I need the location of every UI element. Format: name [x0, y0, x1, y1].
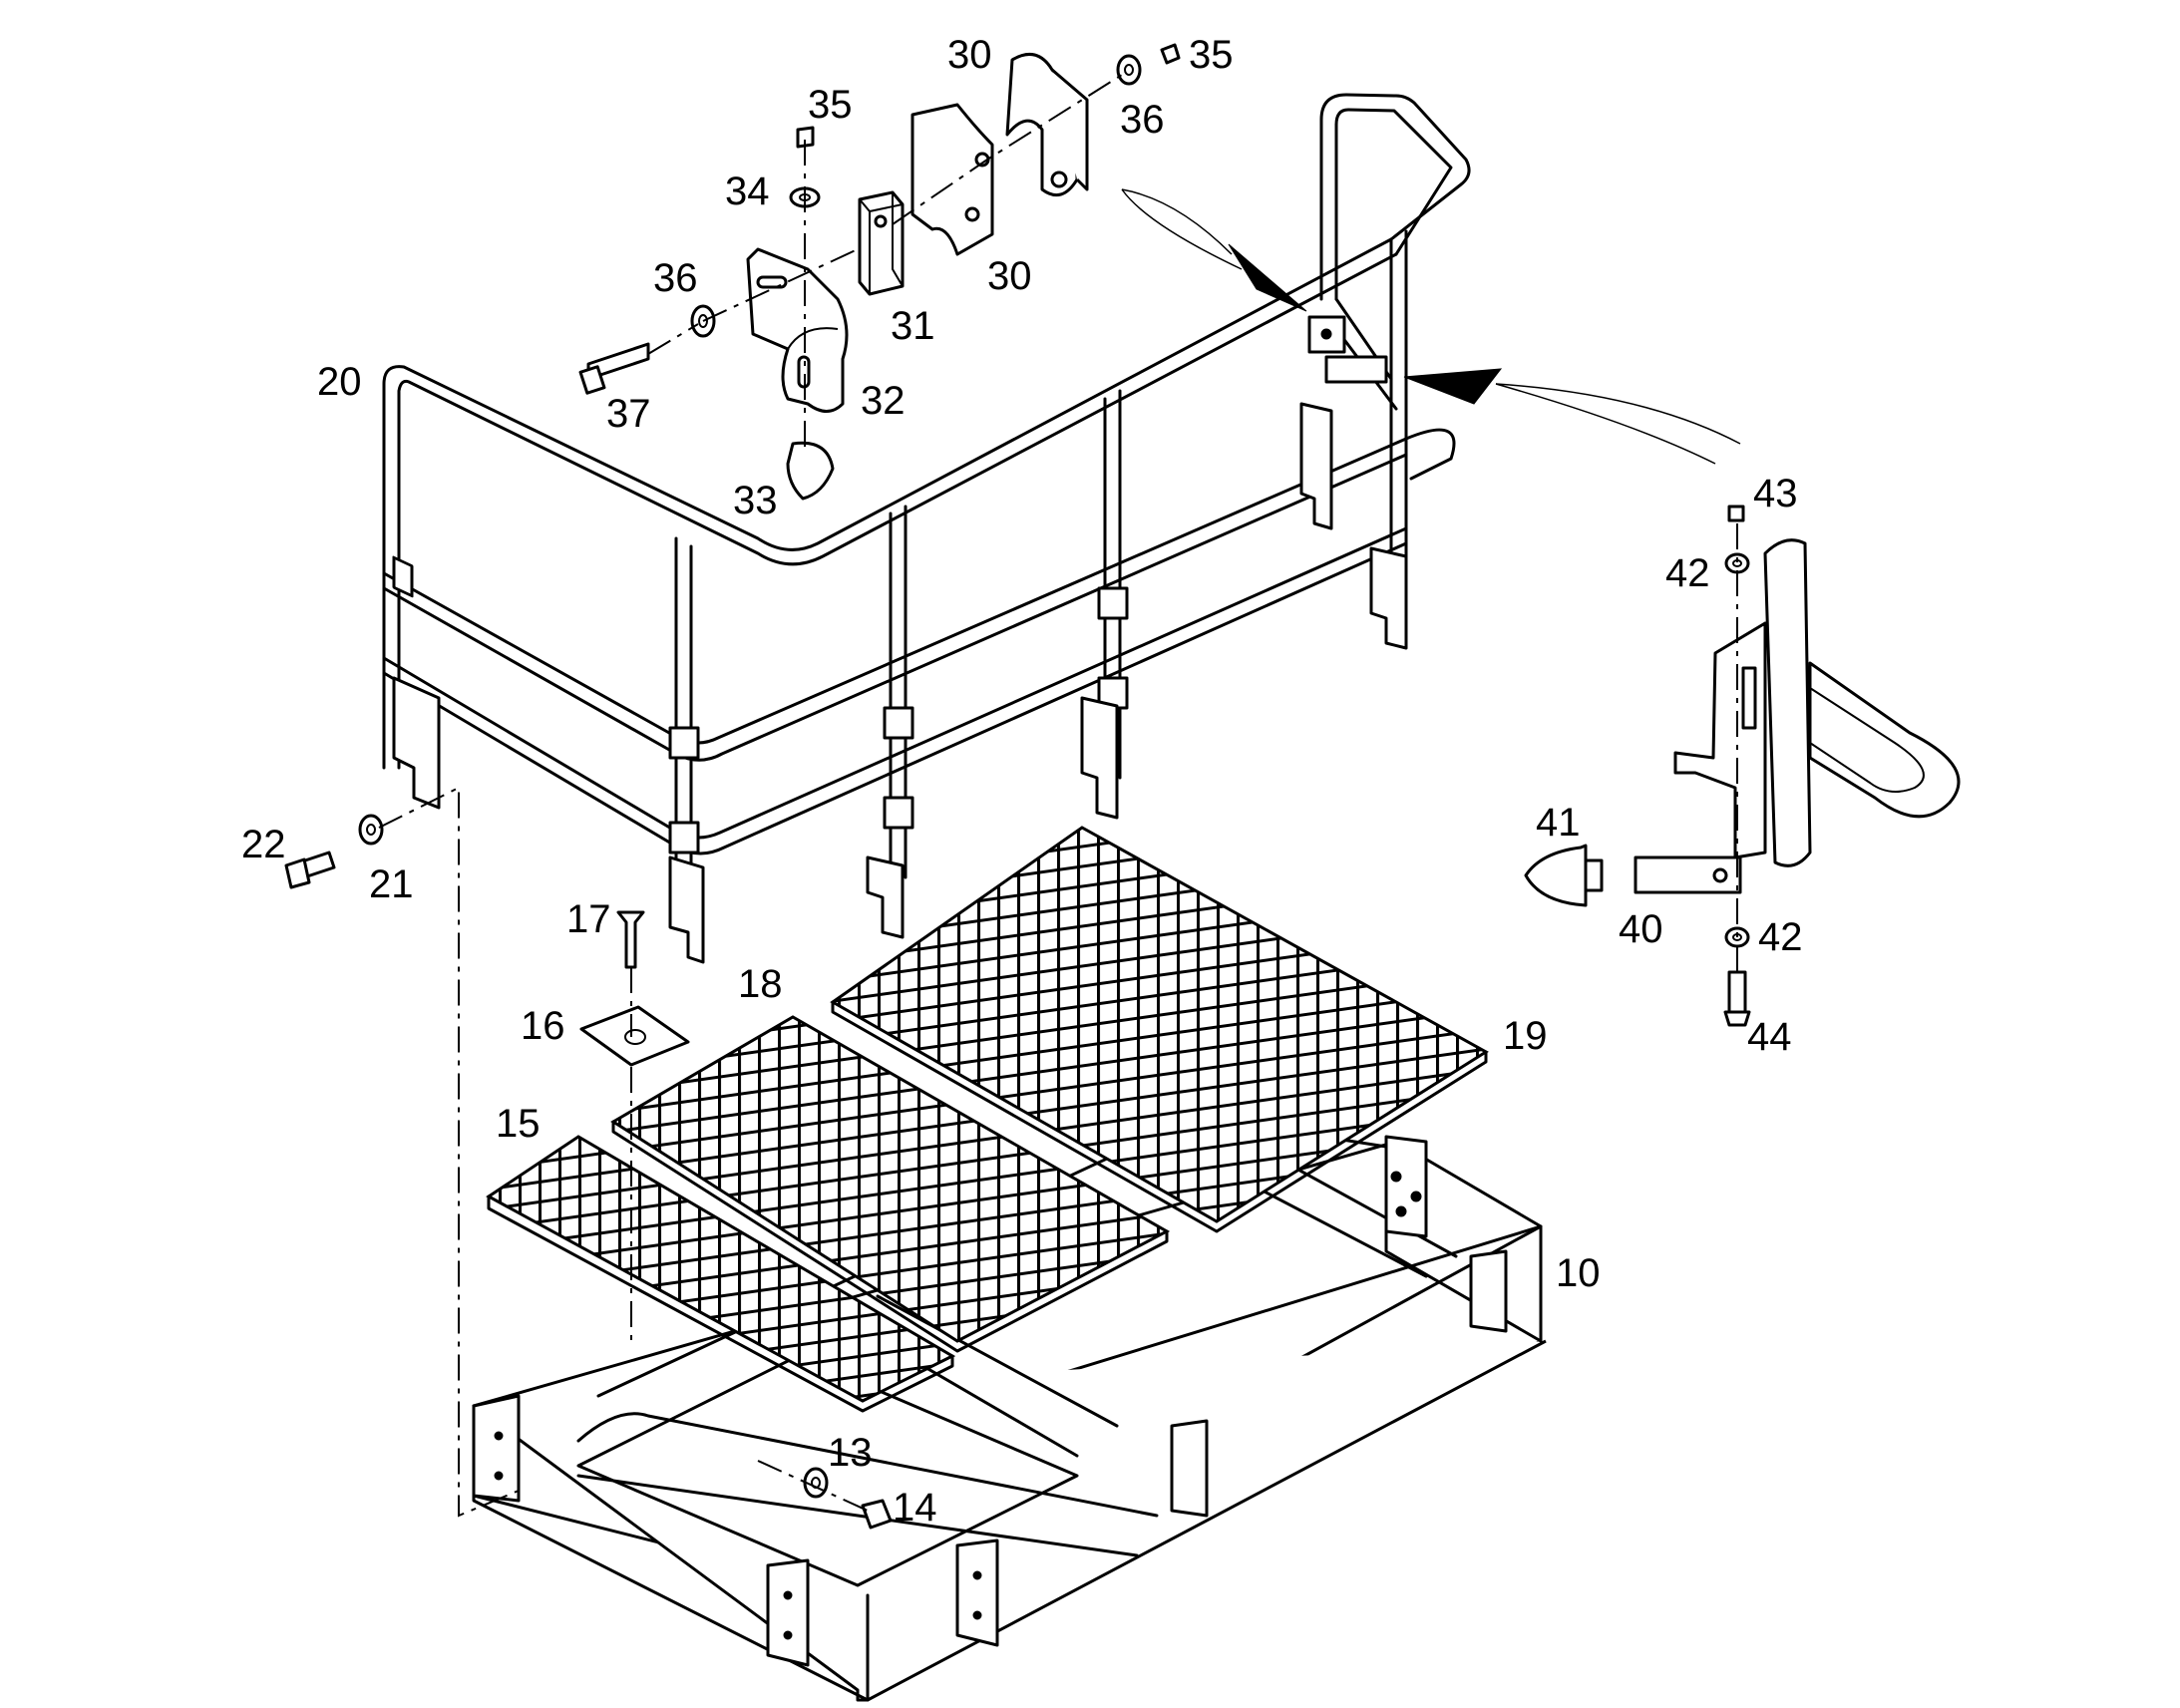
callout-42-upper: 42	[1665, 551, 1710, 595]
callout-43: 43	[1753, 472, 1798, 515]
callout-21: 21	[369, 862, 414, 906]
callout-44: 44	[1747, 1015, 1792, 1059]
pivot-detail	[1524, 505, 1961, 1027]
callout-37: 37	[606, 392, 651, 436]
clamp-detail	[578, 43, 1181, 501]
callout-34: 34	[725, 170, 770, 213]
callout-35-left: 35	[808, 83, 853, 127]
callout-22: 22	[241, 823, 286, 866]
callout-10: 10	[1556, 1251, 1601, 1295]
base-frame	[472, 1115, 1547, 1702]
callout-16: 16	[521, 1004, 565, 1048]
callout-42-lower: 42	[1758, 915, 1803, 959]
callout-13: 13	[828, 1431, 873, 1475]
callout-36-left: 36	[653, 256, 698, 300]
callout-30-upper: 30	[947, 33, 992, 77]
callout-41: 41	[1536, 801, 1581, 845]
callout-32: 32	[861, 379, 906, 423]
callout-30-lower: 30	[987, 254, 1032, 298]
callout-40: 40	[1619, 907, 1663, 951]
callout-18: 18	[738, 962, 783, 1006]
callout-35-right: 35	[1189, 33, 1234, 77]
callout-36-right: 36	[1120, 98, 1165, 142]
callout-33: 33	[733, 479, 778, 522]
detail-arrows	[1121, 188, 1741, 465]
callout-20: 20	[317, 360, 362, 404]
callout-19: 19	[1503, 1014, 1548, 1058]
handrail-assembly	[382, 93, 1471, 964]
grating-panels	[486, 826, 1489, 1413]
callout-labels: 10 13 14 15 16 17 18 19 20 21 22 30 30 3…	[241, 33, 1803, 1530]
callout-31: 31	[891, 304, 935, 348]
callout-17: 17	[566, 897, 611, 941]
grating-clip	[579, 910, 690, 1346]
callout-14: 14	[893, 1486, 937, 1530]
frame-bolt	[284, 786, 520, 1518]
callout-15: 15	[496, 1102, 541, 1146]
